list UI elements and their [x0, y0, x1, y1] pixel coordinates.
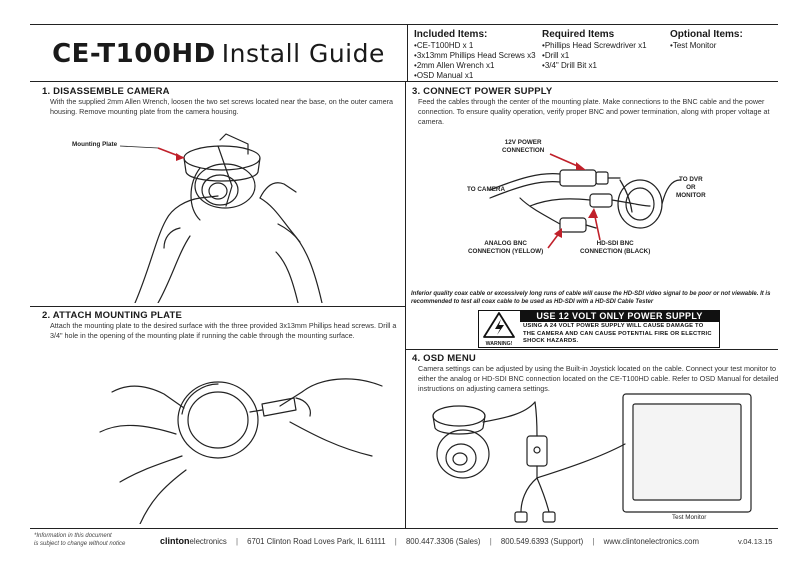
12v-power-label: 12V POWER CONNECTION — [502, 139, 544, 155]
attach-mounting-plate-illustration — [99, 378, 383, 524]
hdsdi-bnc-label: HD-SDI BNC CONNECTION (BLACK) — [580, 240, 650, 256]
connect-power-illustration — [489, 153, 681, 249]
12v-power-label-line2: CONNECTION — [502, 147, 545, 154]
footer-website-link[interactable]: www.clintonelectronics.com — [603, 537, 699, 546]
warning-box — [478, 310, 720, 348]
warning-heading: USE 12 VOLT ONLY POWER SUPPLY — [520, 311, 719, 322]
separator: | — [394, 537, 397, 546]
to-dvr-label: TO DVR OR MONITOR — [676, 176, 706, 200]
section-2-body: Attach the mounting plate to the desired… — [50, 321, 397, 340]
analog-bnc-line1: ANALOG BNC — [484, 240, 527, 247]
separator: | — [592, 537, 595, 546]
to-camera-label: TO CAMERA — [467, 186, 506, 193]
to-dvr-line2: OR — [686, 184, 696, 191]
section-2-title: 2. ATTACH MOUNTING PLATE — [42, 310, 183, 321]
separator: | — [235, 537, 238, 546]
to-dvr-line3: MONITOR — [676, 192, 706, 199]
section-1-title: 1. DISASSEMBLE CAMERA — [42, 86, 170, 97]
brand-logo-b: electronics — [189, 537, 227, 546]
included-items: Included Items: CE-T100HD x 1 3x13mm Phi… — [414, 30, 542, 81]
list-item: 2mm Allen Wrench x1 — [414, 61, 542, 71]
hdsdi-bnc-line2: CONNECTION (BLACK) — [580, 248, 651, 255]
hazard-triangle-icon — [483, 312, 515, 338]
footer-disclaimer-line1: *Information in this document — [34, 533, 112, 539]
footer-address: 6701 Clinton Road Loves Park, IL 61111 — [247, 537, 386, 546]
disassemble-camera-illustration — [119, 133, 323, 303]
footer-divider — [30, 528, 778, 529]
test-monitor-label: Test Monitor — [672, 514, 707, 521]
brand-logo-a: clinton — [160, 536, 190, 546]
section-4-title: 4. OSD MENU — [412, 353, 476, 364]
list-item: Drill x1 — [542, 51, 668, 61]
osd-menu-illustration — [432, 393, 752, 523]
section-4-body: Camera settings can be adjusted by using… — [418, 364, 779, 393]
warning-label: WARNING! — [485, 341, 513, 347]
left-section-divider — [30, 306, 405, 307]
section-1-body: With the supplied 2mm Allen Wrench, loos… — [50, 97, 394, 116]
footer-support-phone: 800.549.6393 (Support) — [500, 537, 584, 546]
analog-bnc-label: ANALOG BNC CONNECTION (YELLOW) — [468, 240, 543, 256]
analog-bnc-line2: CONNECTION (YELLOW) — [468, 248, 544, 255]
coax-cable-note: Inferior quality coax cable or excessive… — [411, 291, 771, 305]
list-item: 3/4" Drill Bit x1 — [542, 61, 668, 71]
title-rest: Install Guide — [221, 38, 385, 68]
footer-disclaimer-line2: is subject to change without notice — [34, 540, 126, 547]
center-divider — [405, 82, 406, 528]
12v-power-label-line1: 12V POWER — [504, 139, 542, 146]
warning-icon: WARNING! — [478, 310, 520, 348]
title-model: CE-T100HD — [52, 38, 216, 69]
list-item: OSD Manual x1 — [414, 71, 542, 81]
list-item: Test Monitor — [670, 41, 778, 51]
list-item: CE-T100HD x 1 — [414, 41, 542, 51]
footer-sales-phone: 800.447.3306 (Sales) — [405, 537, 481, 546]
to-dvr-line1: TO DVR — [678, 176, 703, 183]
optional-items-heading: Optional Items: — [670, 29, 743, 40]
footer-disclaimer: *Information in this document is subject… — [34, 533, 125, 548]
footer-contact: clintonelectronics | 6701 Clinton Road L… — [160, 536, 699, 546]
required-items: Required Items Phillips Head Screwdriver… — [542, 30, 668, 71]
section-3-title: 3. CONNECT POWER SUPPLY — [412, 86, 553, 97]
list-item: Phillips Head Screwdriver x1 — [542, 41, 668, 51]
list-item: 3x13mm Phillips Head Screws x3 — [414, 51, 542, 61]
right-section-divider — [405, 349, 778, 350]
separator: | — [489, 537, 492, 546]
section-3-body: Feed the cables through the center of th… — [418, 97, 770, 126]
mounting-plate-label: Mounting Plate — [72, 141, 118, 148]
warning-text: USING A 24 VOLT POWER SUPPLY WILL CAUSE … — [523, 323, 712, 344]
document-version: v.04.13.15 — [738, 537, 773, 546]
required-items-heading: Required Items — [542, 29, 615, 40]
hdsdi-bnc-line1: HD-SDI BNC — [596, 240, 634, 247]
optional-items: Optional Items: Test Monitor — [670, 30, 778, 51]
included-items-heading: Included Items: — [414, 29, 488, 40]
